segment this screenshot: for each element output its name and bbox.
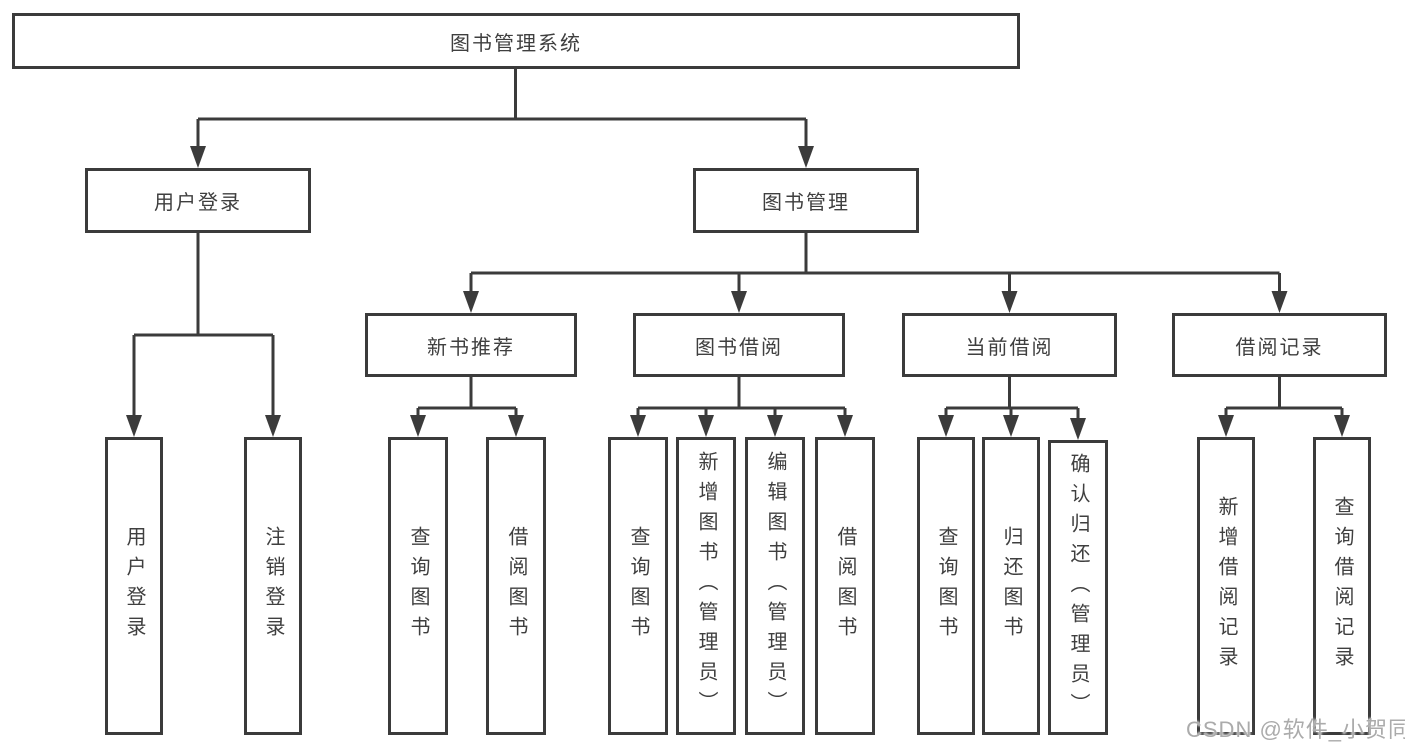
arrow-book-management	[798, 146, 814, 168]
leaf-borrow-books-borrowing: 借阅图书	[815, 437, 875, 735]
node-library-system-label: 图书管理系统	[450, 32, 582, 55]
arrow-leaf-confirm-return	[1070, 418, 1086, 440]
leaf-query-books-recommend-label: 查询图书	[407, 526, 429, 646]
connector-user-login-children	[132, 233, 275, 419]
arrow-leaf-user-login	[126, 415, 142, 437]
leaf-query-borrow-record-label: 查询借阅记录	[1331, 496, 1353, 676]
arrow-leaf-add-record	[1218, 415, 1234, 437]
connector-borrow-records-children	[1224, 377, 1344, 419]
node-book-management: 图书管理	[693, 168, 919, 233]
connector-book-borrowing-children	[636, 377, 847, 419]
arrow-leaf-logout	[265, 415, 281, 437]
node-book-borrowing: 图书借阅	[633, 313, 845, 377]
node-book-borrowing-label: 图书借阅	[695, 336, 783, 359]
leaf-add-borrow-record-label: 新增借阅记录	[1215, 496, 1237, 676]
leaf-query-books-recommend: 查询图书	[388, 437, 448, 735]
arrow-leaf-borrow-books-1	[508, 415, 524, 437]
arrow-leaf-query-books-3	[938, 415, 954, 437]
leaf-return-books: 归还图书	[982, 437, 1040, 735]
leaf-borrow-books-recommend: 借阅图书	[486, 437, 546, 735]
arrow-leaf-query-record	[1334, 415, 1350, 437]
arrow-leaf-query-books-1	[410, 415, 426, 437]
arrow-current-borrowing	[1001, 291, 1018, 313]
node-borrow-records-label: 借阅记录	[1235, 336, 1324, 359]
node-new-book-recommend: 新书推荐	[365, 313, 577, 377]
leaf-confirm-return-admin: 确认归还（管理员）	[1048, 440, 1108, 735]
node-borrow-records: 借阅记录	[1172, 313, 1387, 377]
leaf-logout-label: 注销登录	[262, 526, 284, 646]
node-new-book-recommend-label: 新书推荐	[427, 336, 515, 359]
leaf-user-login-label: 用户登录	[123, 526, 145, 646]
arrow-leaf-return-books	[1003, 415, 1019, 437]
leaf-logout: 注销登录	[244, 437, 302, 735]
node-current-borrowing-label: 当前借阅	[965, 336, 1054, 359]
leaf-query-books-current-label: 查询图书	[935, 526, 957, 646]
arrow-leaf-edit-book	[767, 415, 783, 437]
node-current-borrowing: 当前借阅	[902, 313, 1117, 377]
leaf-user-login: 用户登录	[105, 437, 163, 735]
node-user-login-branch-label: 用户登录	[154, 192, 242, 214]
leaf-return-books-label: 归还图书	[1000, 526, 1022, 646]
leaf-borrow-books-borrowing-label: 借阅图书	[834, 526, 856, 646]
connector-book-management-children	[469, 233, 1281, 295]
arrow-book-borrowing	[731, 291, 747, 313]
arrow-leaf-add-book	[698, 415, 714, 437]
leaf-confirm-return-admin-label: 确认归还（管理员）	[1067, 452, 1089, 723]
leaf-edit-book-admin: 编辑图书（管理员）	[745, 437, 805, 735]
node-user-login-branch: 用户登录	[85, 168, 311, 233]
leaf-add-book-admin: 新增图书（管理员）	[676, 437, 736, 735]
node-book-management-label: 图书管理	[762, 192, 850, 214]
leaf-query-borrow-record: 查询借阅记录	[1313, 437, 1371, 735]
leaf-edit-book-admin-label: 编辑图书（管理员）	[764, 451, 786, 721]
connector-new-book-recommend-children	[416, 377, 518, 419]
arrow-borrow-records	[1271, 291, 1288, 313]
leaf-query-books-borrowing-label: 查询图书	[627, 526, 649, 646]
arrow-leaf-borrow-books-2	[837, 415, 853, 437]
arrow-user-login	[190, 146, 206, 168]
csdn-watermark: CSDN @软件_小贺同学	[1186, 717, 1405, 742]
connector-root-to-level2	[196, 68, 808, 151]
leaf-add-book-admin-label: 新增图书（管理员）	[695, 451, 717, 721]
leaf-query-books-borrowing: 查询图书	[608, 437, 668, 735]
arrow-new-book-recommend	[463, 291, 479, 313]
connector-current-borrowing-children	[944, 377, 1080, 422]
leaf-query-books-current: 查询图书	[917, 437, 975, 735]
leaf-borrow-books-recommend-label: 借阅图书	[505, 526, 527, 646]
leaf-add-borrow-record: 新增借阅记录	[1197, 437, 1255, 735]
arrow-leaf-query-books-2	[630, 415, 646, 437]
node-library-system: 图书管理系统	[12, 13, 1020, 69]
